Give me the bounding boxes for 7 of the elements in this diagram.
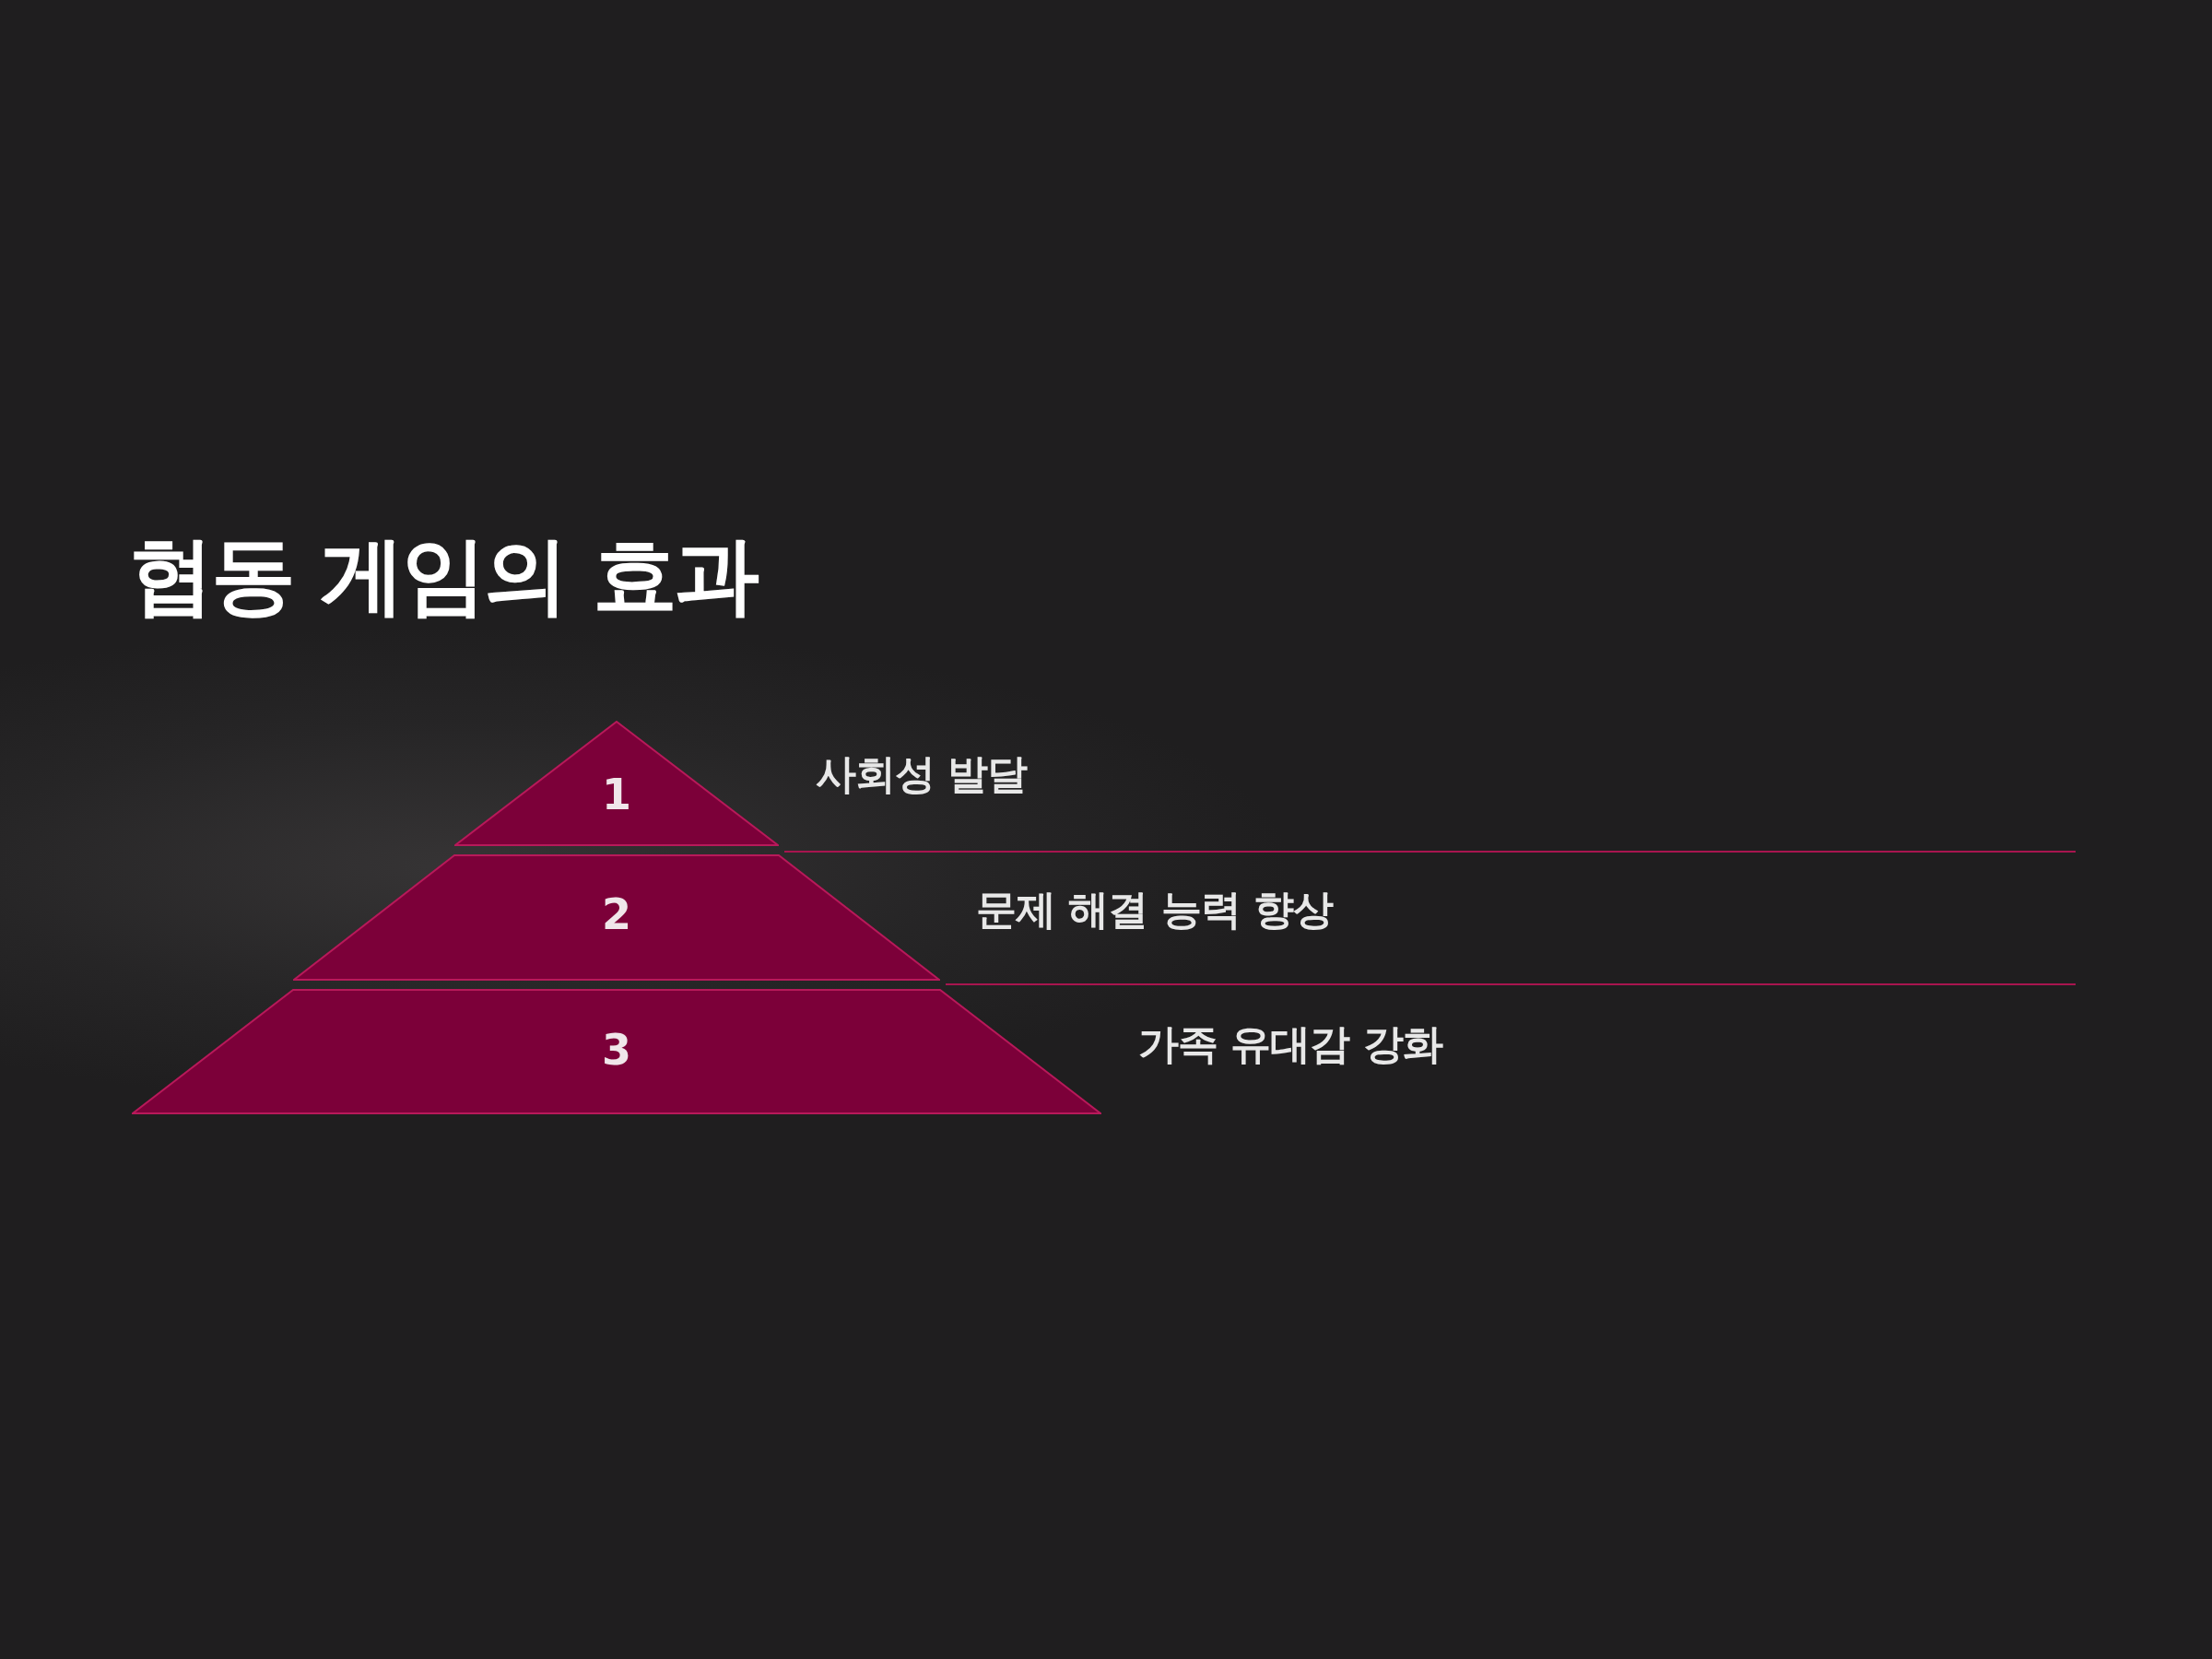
title: 협동 게임의 효과 [129,527,758,625]
tier-number: 2 [602,893,631,935]
tier-label: 가족 유대감 강화 [1138,1021,1442,1067]
tier-number: 1 [602,773,631,816]
tier-label: 사회성 발달 [816,751,1028,797]
tier-number: 3 [602,1029,631,1071]
tier-label: 문제 해결 능력 향상 [976,887,1333,933]
